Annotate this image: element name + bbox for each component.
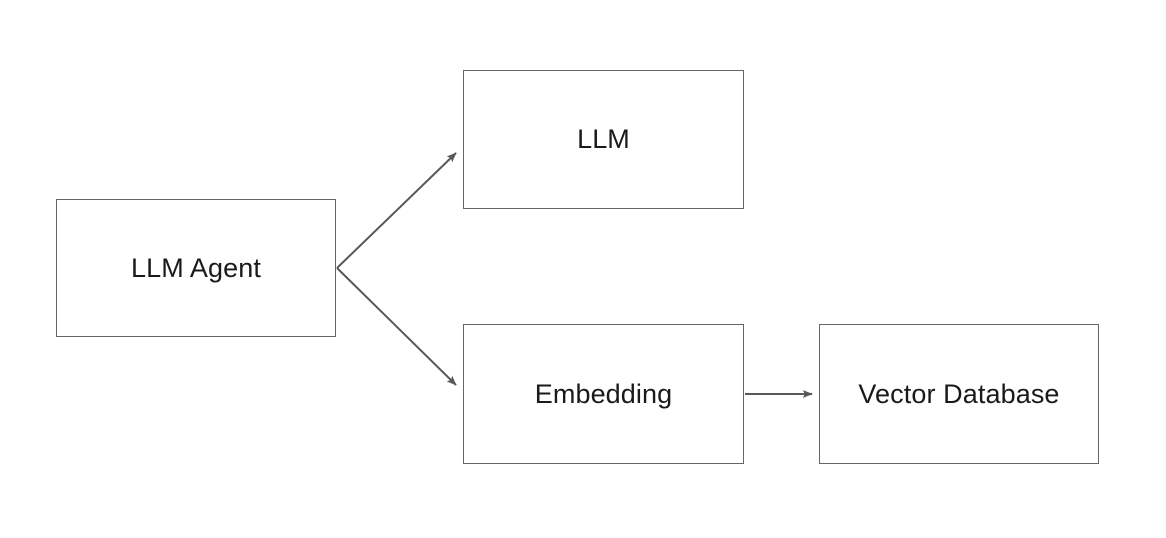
node-llm[interactable]: LLM xyxy=(463,70,744,209)
node-vector-database[interactable]: Vector Database xyxy=(819,324,1099,464)
node-embedding-label: Embedding xyxy=(534,378,673,409)
edge-llm-agent-to-llm xyxy=(336,152,457,269)
node-vector-database-label: Vector Database xyxy=(858,378,1060,409)
node-llm-agent-label: LLM Agent xyxy=(131,252,261,283)
node-llm-agent[interactable]: LLM Agent xyxy=(56,199,336,337)
node-embedding[interactable]: Embedding xyxy=(463,324,744,464)
node-llm-label: LLM xyxy=(577,124,630,154)
edge-llm-agent-to-embedding xyxy=(336,267,457,386)
